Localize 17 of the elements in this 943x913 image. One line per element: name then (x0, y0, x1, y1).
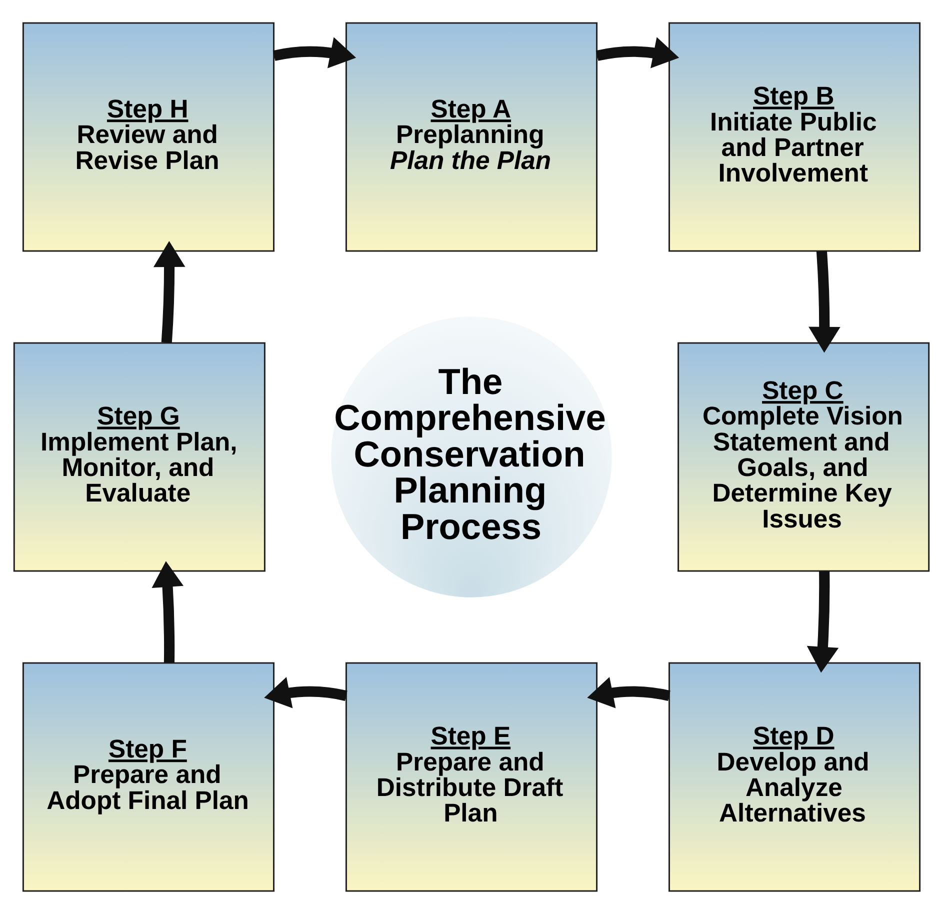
arrow (806, 570, 839, 672)
arrow (264, 676, 348, 708)
arrow (808, 250, 840, 352)
node-box: Step G Implement Plan, Monitor, and Evaluate (13, 342, 266, 572)
node-box: Step A Preplanning Plan the Plan (345, 22, 598, 252)
arrow (153, 240, 186, 343)
node-box: Step E Prepare and Distribute Draft Plan (345, 662, 598, 892)
node-box: Step B Initiate Public and Partner Involvement (668, 22, 921, 252)
node-box: Step H Review and Revise Plan (22, 22, 275, 252)
arrow (272, 36, 356, 68)
node-circle: The Comprehensive Conservation Planning Process (330, 314, 614, 598)
node-box: Step F Prepare and Adopt Final Plan (22, 662, 275, 892)
arrow (587, 676, 670, 708)
arrow (596, 36, 680, 68)
node-box: Step D Develop and Analyze Alternatives (668, 662, 921, 892)
arrow (152, 560, 184, 662)
node-box: Step C Complete Vision Statement and Goals, and Determine Key Issues (678, 342, 930, 572)
